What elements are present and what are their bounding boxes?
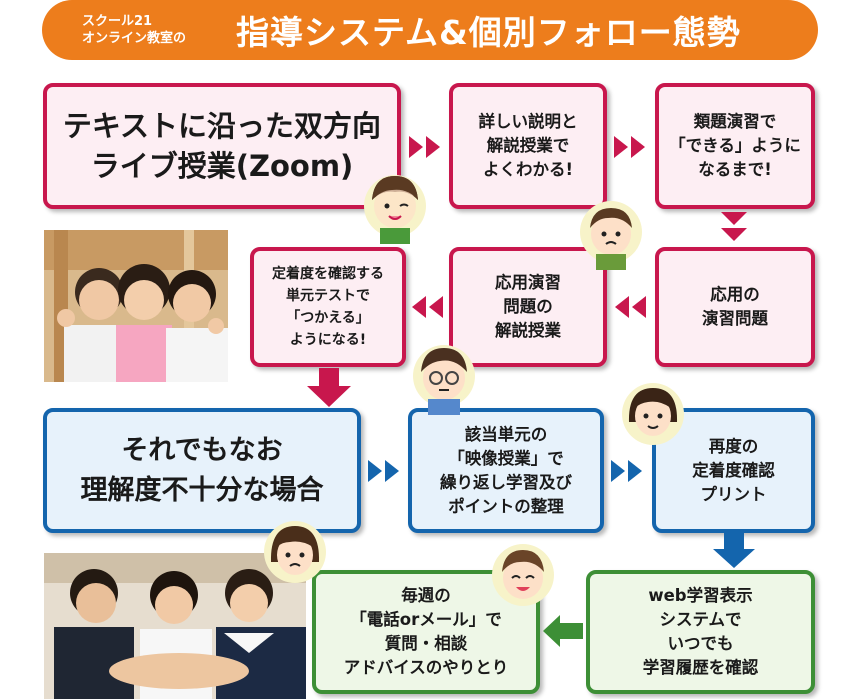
double-chevron-down-icon [721,212,747,241]
students-teamwork-photo [44,553,306,699]
header-banner: スクール21 オンライン教室の 指導システム&個別フォロー態勢 [42,0,818,60]
applied-exercise-lesson-box: 応用演習 問題の 解説授業 [449,247,607,367]
applied-problems-box: 応用の 演習問題 [655,247,815,367]
child-face-icon [622,383,684,445]
web-history-box: web学習表示 システムで いつでも 学習履歴を確認 [586,570,815,694]
double-chevron-icon [409,136,440,158]
double-chevron-icon [614,136,645,158]
left-arrow-icon [543,615,583,647]
child-face-icon [364,175,426,244]
page-title: 指導システム&個別フォロー態勢 [236,13,741,52]
detailed-explanation-box: 詳しい説明と 解説授業で よくわかる! [449,83,607,209]
header-subtitle: スクール21 オンライン教室の [82,13,232,47]
similar-exercise-box: 類題演習で 「できる」ように なるまで! [655,83,815,209]
header-subtitle-line1: スクール21 [82,14,153,29]
double-chevron-left-icon [615,296,646,318]
unit-test-box: 定着度を確認する 単元テストで 「つかえる」 ようになる! [250,247,406,367]
video-lesson-box: 該当単元の 「映像授業」で 繰り返し学習及び ポイントの整理 [408,408,604,533]
down-arrow-icon [307,368,351,407]
insufficient-understanding-box: それでもなお 理解度不十分な場合 [43,408,361,533]
live-lesson-box: テキストに沿った双方向 ライブ授業(Zoom) [43,83,401,209]
child-face-icon [580,201,642,270]
double-chevron-left-icon [412,296,443,318]
header-subtitle-line2: オンライン教室の [82,31,187,46]
recheck-print-box: 再度の 定着度確認 プリント [652,408,815,533]
down-arrow-icon [713,533,755,568]
students-photo [44,230,228,382]
double-chevron-icon [368,460,399,482]
child-face-icon [492,544,554,606]
child-face-icon [264,521,326,583]
double-chevron-icon [611,460,642,482]
child-face-icon [413,345,475,415]
